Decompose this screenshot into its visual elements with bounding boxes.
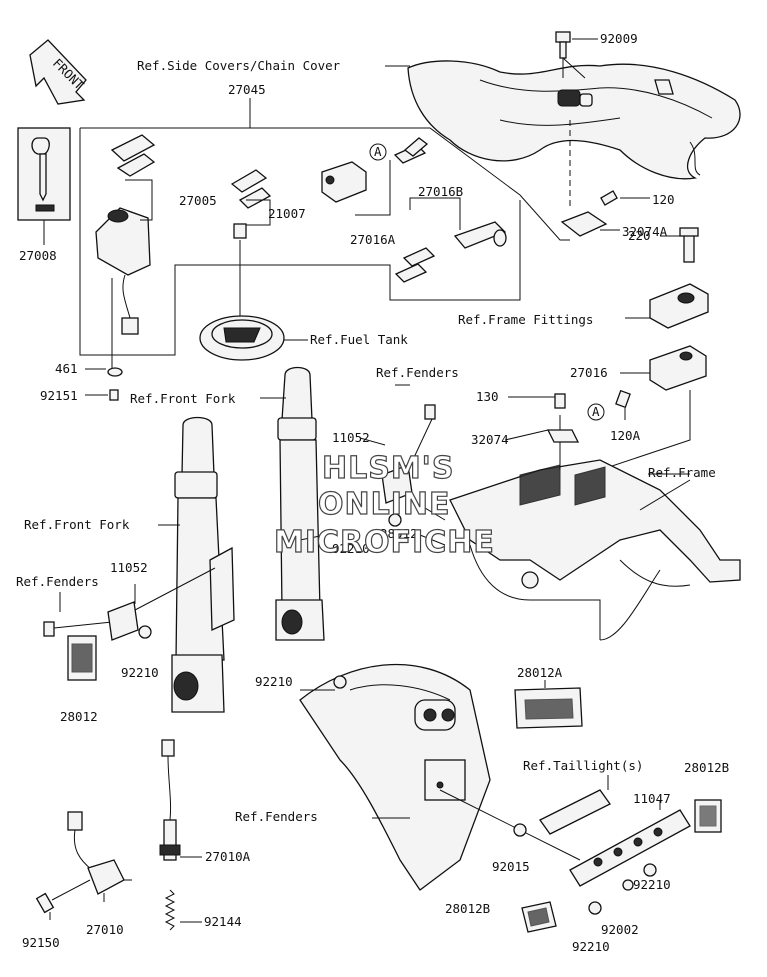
watermark-line-1: HLSM'S: [322, 451, 454, 486]
front-fork-right: [260, 366, 325, 641]
label-28012A: 28012A: [517, 665, 563, 680]
leader-lines: [299, 65, 690, 546]
label-32074A: 32074A: [622, 224, 668, 239]
watermark-line-2: ONLINE: [318, 487, 451, 522]
front-arrow-icon: FRONT: [29, 39, 87, 105]
label-92151: 92151: [40, 388, 78, 403]
label-11052-left: 11052: [110, 560, 148, 575]
key-27008-drawing: [17, 127, 71, 245]
reflector-28012A: [514, 680, 583, 729]
rear-fender-drawing: [299, 663, 491, 891]
label-ref-frame-fittings: Ref.Frame Fittings: [458, 312, 593, 327]
label-27010: 27010: [86, 922, 124, 937]
label-92210-br: 92210: [633, 877, 671, 892]
label-27016: 27016: [570, 365, 608, 380]
label-220: 220: [628, 228, 651, 243]
label-ref-front-fork-left: Ref.Front Fork: [24, 517, 130, 532]
label-28012B-right: 28012B: [684, 760, 729, 775]
small-fasteners: [85, 367, 123, 401]
label-ref-front-fork-top: Ref.Front Fork: [130, 391, 236, 406]
label-28012-left: 28012: [60, 709, 98, 724]
fuel-cap-drawing: [199, 315, 308, 361]
label-120A: 120A: [610, 428, 641, 443]
label-ref-taillights: Ref.Taillight(s): [523, 758, 643, 773]
callout-a-1: A: [374, 144, 382, 159]
bolts-130-120A: [508, 389, 631, 421]
bracket-32074A: [560, 190, 650, 237]
brake-switch-27010: [35, 811, 132, 920]
brake-switch-27010A: [159, 739, 202, 931]
label-21007: 21007: [268, 206, 306, 221]
label-32074: 32074: [471, 432, 509, 447]
label-120: 120: [652, 192, 675, 207]
label-92144: 92144: [204, 914, 242, 929]
ignition-switch-27005: [95, 134, 156, 372]
ignition-kit-frame: [79, 98, 570, 356]
label-ref-fenders-left: Ref.Fenders: [16, 574, 99, 589]
label-11047: 11047: [633, 791, 671, 806]
keys-21007: [230, 169, 272, 320]
callout-a-2: A: [592, 404, 600, 419]
watermark-line-3: MICROFICHE: [274, 525, 495, 560]
label-27016B: 27016B: [418, 184, 463, 199]
label-11052-top: 11052: [332, 430, 370, 445]
frame-fitting-drawing: [625, 227, 709, 329]
reflector-bracket-left: [43, 567, 216, 681]
label-92015: 92015: [492, 859, 530, 874]
nuts-lower-right: [333, 675, 657, 915]
bolt-92009: [555, 31, 598, 208]
label-ref-fenders-bottom: Ref.Fenders: [235, 809, 318, 824]
label-92150: 92150: [22, 935, 60, 950]
label-28012B-bottom: 28012B: [445, 901, 490, 916]
label-ref-fenders-top: Ref.Fenders: [376, 365, 459, 380]
reflector-bracket-top: [359, 404, 436, 527]
side-cover-drawing: [407, 60, 741, 180]
label-92002: 92002: [601, 922, 639, 937]
label-92210-bottom: 92210: [572, 939, 610, 954]
label-27008: 27008: [19, 248, 57, 263]
frame-drawing: [449, 415, 741, 641]
label-130: 130: [476, 389, 499, 404]
label-92210-mid: 92210: [255, 674, 293, 689]
label-27016A: 27016A: [350, 232, 396, 247]
lock-27016: [599, 345, 707, 471]
label-92210-top: 92210: [332, 541, 370, 556]
bracket-11047: [439, 775, 691, 887]
label-461: 461: [55, 361, 78, 376]
label-27045: 27045: [228, 82, 266, 97]
label-92210-left: 92210: [121, 665, 159, 680]
label-28012-top: 28012: [380, 526, 418, 541]
seat-lock-27016A: [321, 137, 429, 216]
label-92009: 92009: [600, 31, 638, 46]
label-ref-side-covers: Ref.Side Covers/Chain Cover: [137, 58, 341, 73]
reflector-28012B: [521, 799, 722, 933]
label-ref-frame: Ref.Frame: [648, 465, 716, 480]
label-ref-fuel-tank: Ref.Fuel Tank: [310, 332, 408, 347]
helmet-lock-27016B: [394, 197, 507, 283]
label-27005: 27005: [179, 193, 217, 208]
label-27010A: 27010A: [205, 849, 251, 864]
front-fork-left: [158, 416, 235, 713]
